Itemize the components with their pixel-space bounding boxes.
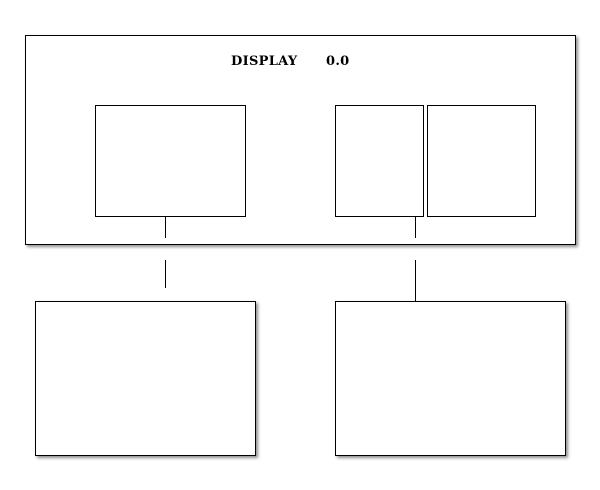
connector-right-upper bbox=[415, 217, 416, 238]
inner-box-middle bbox=[335, 105, 424, 217]
display-label: DISPLAY bbox=[231, 54, 298, 69]
connector-right-lower bbox=[415, 260, 416, 301]
connector-left-lower bbox=[165, 260, 166, 288]
bottom-panel-right bbox=[335, 301, 566, 456]
bottom-panel-left bbox=[35, 301, 256, 456]
connector-left-upper bbox=[165, 217, 166, 238]
inner-box-right bbox=[427, 105, 536, 217]
display-value: 0.0 bbox=[326, 54, 350, 69]
inner-box-left bbox=[95, 105, 246, 217]
